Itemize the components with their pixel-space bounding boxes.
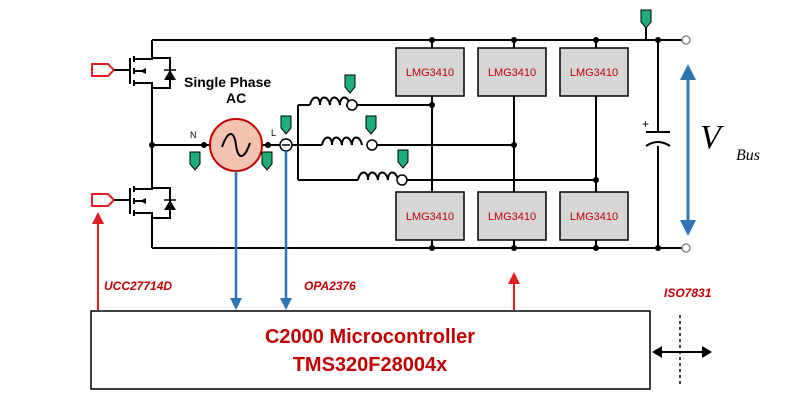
- neutral-label: N: [190, 130, 197, 140]
- svg-text:LMG3410: LMG3410: [570, 211, 618, 223]
- svg-text:LMG3410: LMG3410: [488, 67, 536, 79]
- svg-text:LMG3410: LMG3410: [488, 211, 536, 223]
- lmg-switch-bottom-2: LMG3410: [477, 191, 547, 241]
- current-sense-arrow-icon: [280, 151, 292, 310]
- svg-text:LMG3410: LMG3410: [406, 67, 454, 79]
- ac-label-line2: AC: [226, 90, 246, 106]
- inductor-2-icon: [321, 136, 363, 146]
- top-gate-signal-icon: [91, 63, 116, 77]
- inductor-3-icon: [357, 171, 399, 181]
- bottom-terminal: [681, 243, 691, 253]
- top-terminal: [681, 35, 691, 45]
- svg-text:LMG3410: LMG3410: [570, 67, 618, 79]
- bottom-mosfet: [120, 186, 176, 219]
- svg-text:LMG3410: LMG3410: [406, 211, 454, 223]
- vbus-subscript: Bus: [736, 147, 760, 164]
- input-current-tag-icon: [280, 115, 292, 135]
- vbus-arrow-icon: [680, 64, 696, 236]
- switch-pwm-arrow-icon: [508, 272, 520, 310]
- line-label: L: [271, 128, 276, 138]
- lmg-switch-bottom-3: LMG3410: [559, 191, 629, 241]
- inductor-1-icon: [309, 96, 351, 106]
- mcu-block: C2000 Microcontroller TMS320F28004x: [90, 310, 651, 390]
- dc-bus-voltage-tag-icon: [640, 9, 652, 29]
- vbus-symbol: V: [700, 119, 725, 156]
- isolated-comm-arrow-icon: [652, 315, 712, 385]
- lmg-switch-top-2: LMG3410: [477, 47, 547, 97]
- gate-drive-arrow-icon: [92, 212, 104, 310]
- bus-capacitor-icon: [645, 131, 671, 147]
- capacitor-polarity: +: [642, 117, 649, 131]
- mcu-title: C2000 Microcontroller: [265, 326, 475, 348]
- lmg-switch-top-1: LMG3410: [395, 47, 465, 97]
- neutral-voltage-sensor-icon: [189, 151, 201, 171]
- lmg-switch-top-3: LMG3410: [559, 47, 629, 97]
- mcu-part-number: TMS320F28004x: [293, 354, 448, 376]
- ac-sense-arrow-icon: [230, 171, 242, 310]
- top-mosfet: [120, 56, 176, 89]
- gate-driver-label: UCC27714D: [104, 279, 172, 293]
- inductor-bus-wire: [292, 105, 299, 180]
- bottom-gate-signal-icon: [91, 193, 116, 207]
- ac-label-line1: Single Phase: [184, 74, 271, 90]
- lmg-switch-bottom-1: LMG3410: [395, 191, 465, 241]
- isolator-label: ISO7831: [664, 286, 712, 300]
- line-voltage-sensor-icon: [261, 151, 273, 171]
- opamp-label: OPA2376: [304, 279, 356, 293]
